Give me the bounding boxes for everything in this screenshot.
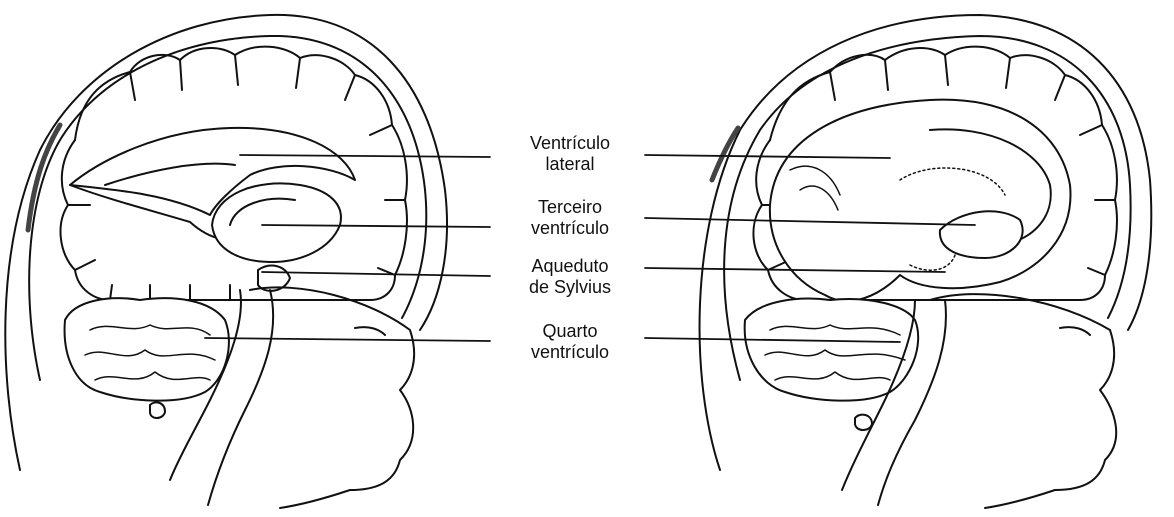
left-cerebellum	[65, 298, 229, 400]
label-third-ventricle: Terceiro ventrículo	[500, 197, 640, 239]
label-lateral-ventricle-line2: lateral	[500, 154, 640, 175]
label-fourth-ventricle: Quarto ventrículo	[500, 321, 640, 363]
label-fourth-ventricle-line2: ventrículo	[500, 342, 640, 363]
left-brain-section	[5, 15, 447, 508]
left-face	[250, 287, 414, 508]
label-lateral-ventricle: Ventrículo lateral	[500, 133, 640, 175]
label-third-ventricle-line2: ventrículo	[500, 218, 640, 239]
label-aqueduct-sylvius-line2: de Sylvius	[500, 277, 640, 298]
label-aqueduct-sylvius-line1: Aqueduto	[500, 256, 640, 277]
label-lateral-ventricle-line1: Ventrículo	[500, 133, 640, 154]
leader-aqueduct-left	[262, 272, 490, 276]
right-brain-section	[700, 15, 1152, 508]
right-face	[930, 294, 1116, 508]
label-third-ventricle-line1: Terceiro	[500, 197, 640, 218]
leader-fourth-left	[205, 338, 490, 341]
label-fourth-ventricle-line1: Quarto	[500, 321, 640, 342]
label-aqueduct-sylvius: Aqueduto de Sylvius	[500, 256, 640, 298]
